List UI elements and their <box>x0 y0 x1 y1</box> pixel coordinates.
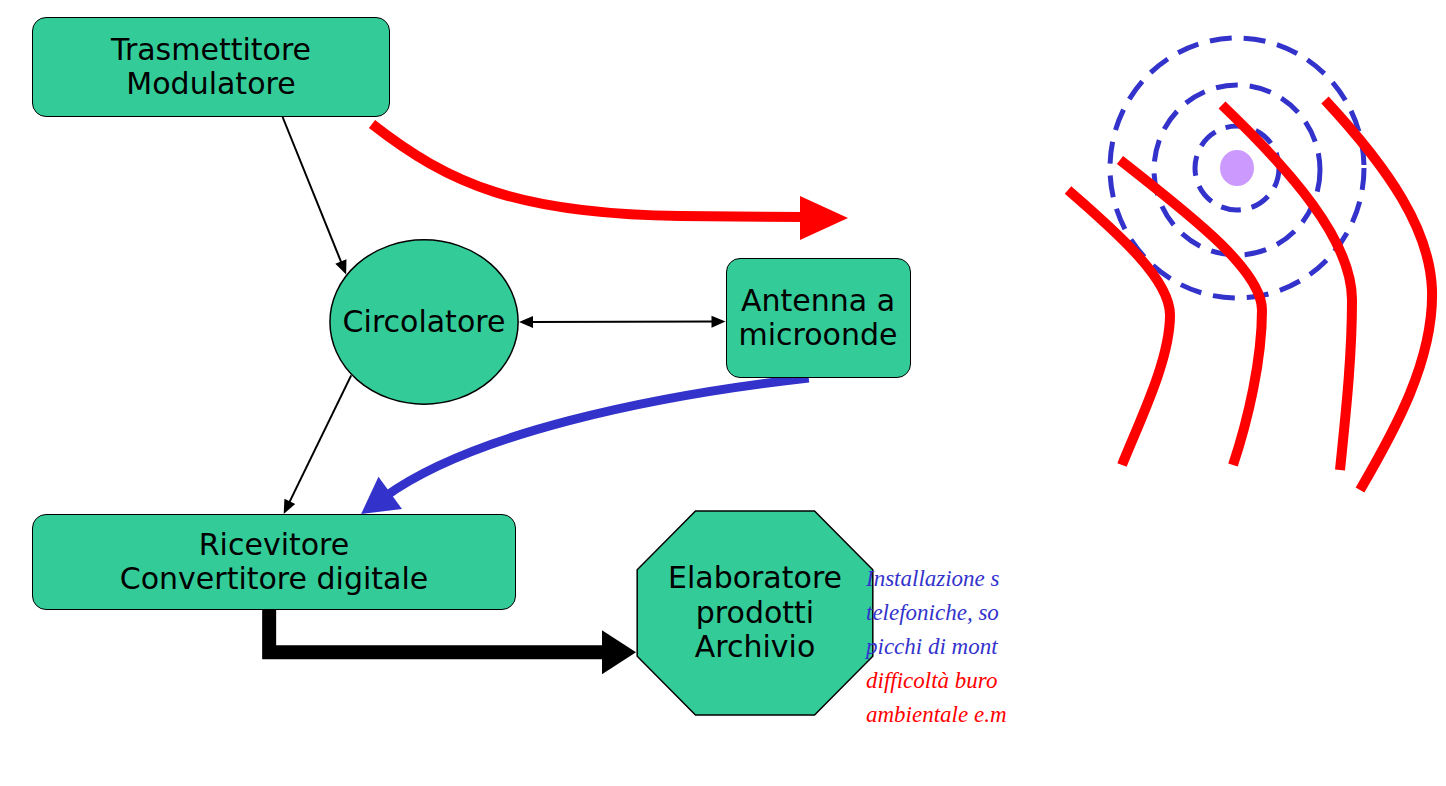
note-text: ambientale e.m <box>866 701 1007 729</box>
connector-line <box>530 321 714 323</box>
process-box: Trasmettitore Modulatore <box>32 17 390 117</box>
arrow-head <box>519 316 533 328</box>
wavefront <box>1068 190 1170 465</box>
octagon-fill <box>637 511 873 715</box>
node-text: Trasmettitore Modulatore <box>110 33 313 102</box>
note-text: Installazione s <box>866 565 1000 593</box>
circulator-ellipse: Circolatore <box>329 239 519 405</box>
wavefront <box>1120 160 1262 465</box>
arrow-head <box>602 630 636 674</box>
wavefront <box>1325 100 1432 490</box>
node-text: Circolatore <box>343 305 506 340</box>
process-box: Antenna a microonde <box>726 258 911 378</box>
connector-line <box>289 375 352 504</box>
node-text: Antenna a microonde <box>738 284 899 353</box>
arrow-head <box>361 477 402 514</box>
connector-line <box>269 610 609 652</box>
target-dot <box>1220 150 1254 186</box>
arrow-head <box>284 499 296 514</box>
connector <box>284 375 352 514</box>
note-text: telefoniche, so <box>866 599 999 627</box>
connector <box>519 316 725 328</box>
connector <box>283 117 347 274</box>
connector <box>269 610 636 674</box>
node-text: Ricevitore Convertitore digitale <box>119 528 430 597</box>
note-text: picchi di mont <box>866 633 998 661</box>
arrow-head <box>335 259 346 274</box>
processor-octagon: Elaboratore prodotti Archivio <box>636 510 874 716</box>
ellipse-fill <box>330 240 518 404</box>
wavefront <box>1222 105 1352 470</box>
scatter-wave <box>1154 85 1320 255</box>
transmit-path <box>372 124 806 217</box>
transmit-arrow <box>372 124 848 240</box>
connector-line <box>283 117 342 264</box>
scatter-wave <box>1195 126 1279 210</box>
arrow-head <box>711 316 725 328</box>
transmit-head <box>800 196 848 240</box>
process-box: Ricevitore Convertitore digitale <box>32 514 516 610</box>
wavefronts <box>1068 100 1432 490</box>
node-text: Elaboratore prodotti Archivio <box>667 561 844 665</box>
note-text: difficoltà buro <box>866 667 997 695</box>
